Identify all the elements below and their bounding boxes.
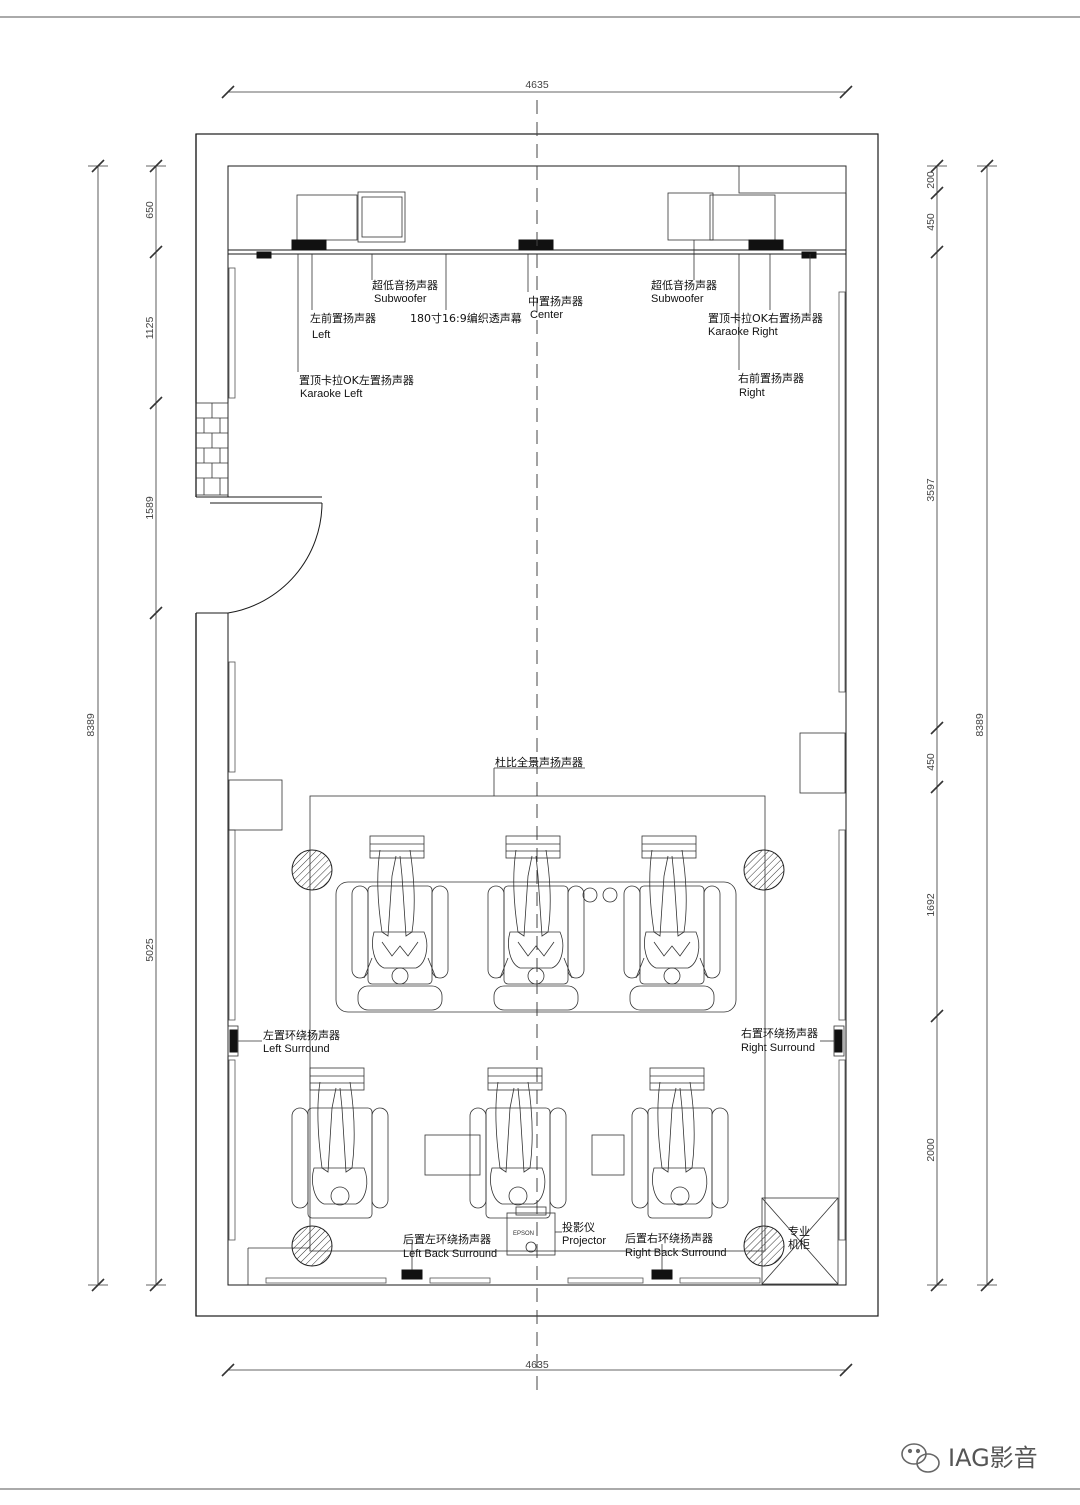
dim-right-seg-3: 3597 <box>925 478 937 502</box>
dim-left-seg-1: 650 <box>144 201 156 219</box>
seat-front-1 <box>351 835 449 1011</box>
equipment-rack <box>761 1197 839 1285</box>
dim-left-seg-2: 1125 <box>144 317 156 340</box>
side-cabinet-right <box>799 732 846 794</box>
center-label-en: Center <box>530 309 563 321</box>
front-right-label: 右前置扬声器 <box>738 371 804 385</box>
brick-wall <box>195 402 229 496</box>
left-back-label: 后置左环绕扬声器 <box>403 1232 491 1246</box>
side-cabinet-left <box>228 779 283 831</box>
rack-label-line1: 专业 <box>788 1224 810 1238</box>
corner-block <box>738 165 847 194</box>
leader-lines-front <box>297 240 811 372</box>
right-surround-speaker <box>833 1025 845 1057</box>
center-label: 中置扬声器 <box>528 294 583 308</box>
atmos-speaker-front-right <box>743 849 785 891</box>
dim-right-seg-2: 450 <box>925 213 937 231</box>
watermark: IAG影音 <box>901 1443 1038 1473</box>
right-back-label: 后置右环绕扬声器 <box>625 1231 713 1245</box>
karaoke-right-label-en: Karaoke Right <box>708 326 778 338</box>
left-surround-label: 左置环绕扬声器 <box>263 1028 340 1042</box>
left-back-speaker <box>401 1269 423 1280</box>
left-surround-label-en: Left Surround <box>263 1043 330 1055</box>
atmos-zone <box>309 767 766 1252</box>
dim-bottom-width: 4635 <box>525 1359 549 1371</box>
subwoofer-right-label-en: Subwoofer <box>651 293 704 305</box>
seat-front-3 <box>623 835 721 1011</box>
subwoofer-right-label: 超低音扬声器 <box>651 278 717 292</box>
front-left-speaker <box>291 239 327 251</box>
karaoke-right-label: 置顶卡拉OK右置扬声器 <box>708 311 823 325</box>
atmos-label: 杜比全景声扬声器 <box>495 755 583 769</box>
karaoke-right-speaker <box>801 251 817 259</box>
seat-rear-3 <box>631 1067 729 1219</box>
subwoofer-left-label: 超低音扬声器 <box>372 278 438 292</box>
subwoofer-left <box>296 191 406 243</box>
front-left-label: 左前置扬声器 <box>310 311 376 325</box>
dim-right-seg-4: 450 <box>925 753 937 771</box>
dim-right-total: 8389 <box>974 713 986 737</box>
atmos-speaker-front-left <box>291 849 333 891</box>
dimension-lines <box>88 85 997 1377</box>
subwoofer-right <box>667 192 776 241</box>
right-surround-label-en: Right Surround <box>741 1042 815 1054</box>
dim-right-seg-6: 2000 <box>925 1138 937 1162</box>
projector-label: 投影仪 <box>562 1220 595 1234</box>
karaoke-left-label-en: Karaoke Left <box>300 388 362 400</box>
dim-right-seg-5: 1692 <box>925 893 937 917</box>
karaoke-left-speaker <box>256 251 272 259</box>
atmos-speaker-rear-left <box>291 1225 333 1267</box>
projector-label-en: Projector <box>562 1235 606 1247</box>
door <box>210 496 323 614</box>
wechat-icon <box>901 1443 940 1473</box>
seat-front-2 <box>487 835 585 1011</box>
projector: EPSON <box>506 1206 556 1256</box>
dim-left-total: 8389 <box>85 713 97 737</box>
front-right-speaker <box>748 239 784 251</box>
dim-left-seg-4: 5025 <box>144 938 156 962</box>
front-left-label-en: Left <box>312 329 330 341</box>
front-row-seats <box>335 835 737 1013</box>
dim-right-seg-1: 200 <box>925 171 937 189</box>
screen <box>228 249 846 255</box>
atmos-speaker-rear-right <box>743 1225 785 1267</box>
dim-top-width: 4635 <box>525 79 549 91</box>
center-speaker <box>518 239 554 251</box>
watermark-text: IAG影音 <box>948 1444 1038 1472</box>
rack-label-line2: 机柜 <box>788 1237 810 1251</box>
right-back-speaker <box>651 1269 673 1280</box>
karaoke-left-label: 置顶卡拉OK左置扬声器 <box>299 373 414 387</box>
seat-rear-2 <box>469 1067 567 1219</box>
seat-rear-1 <box>291 1067 389 1219</box>
projector-brand: EPSON <box>513 1231 534 1237</box>
left-back-label-en: Left Back Surround <box>403 1248 497 1260</box>
right-back-label-en: Right Back Surround <box>625 1247 727 1259</box>
left-surround-speaker <box>227 1025 239 1057</box>
rear-row-seats <box>291 1067 729 1219</box>
dim-left-seg-3: 1589 <box>144 496 156 520</box>
screen-label: 180寸16:9编织透声幕 <box>410 311 522 325</box>
subwoofer-left-label-en: Subwoofer <box>374 293 427 305</box>
front-right-label-en: Right <box>739 387 765 399</box>
right-surround-label: 右置环绕扬声器 <box>741 1026 818 1040</box>
